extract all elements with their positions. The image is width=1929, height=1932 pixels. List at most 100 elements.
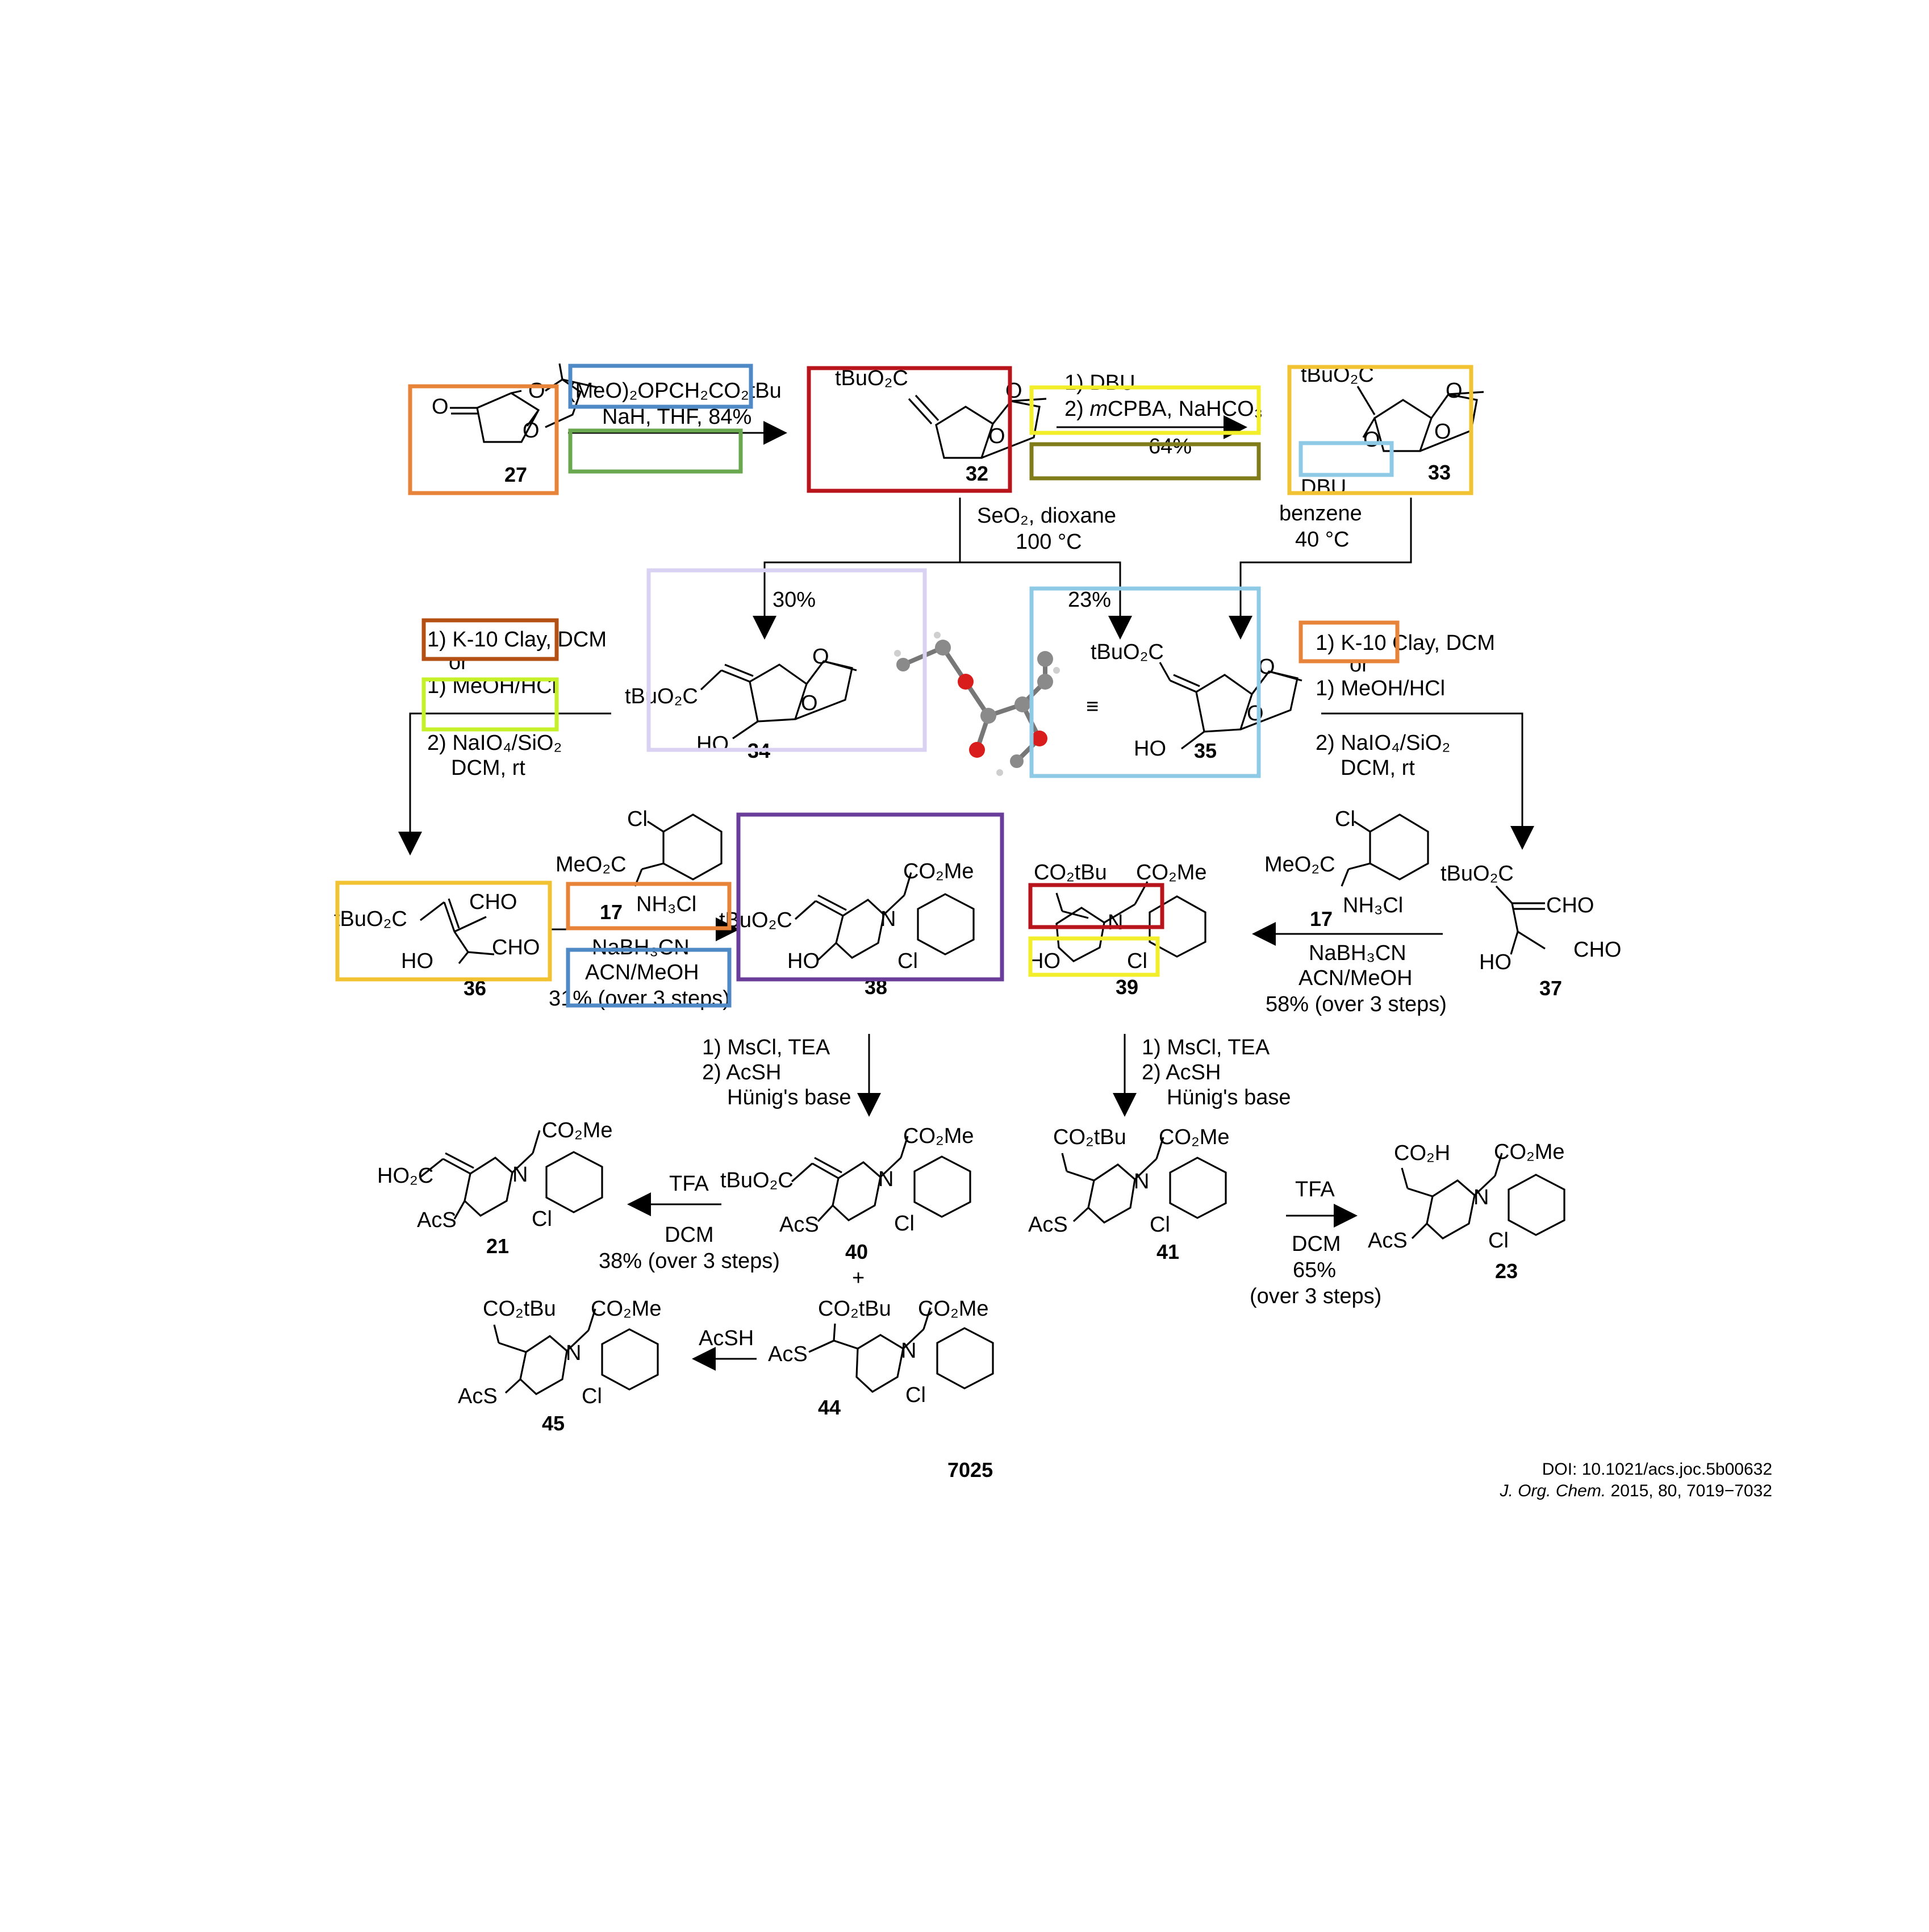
tfa-right-2: DCM bbox=[1292, 1232, 1341, 1256]
compound-label-21: 21 bbox=[486, 1234, 509, 1258]
arrow-to-35 bbox=[960, 561, 1132, 640]
label-ho: HO bbox=[1028, 949, 1060, 973]
structure-40 bbox=[791, 1136, 971, 1222]
tfa-right-3: 65% bbox=[1293, 1258, 1336, 1282]
label-cho: CHO bbox=[469, 890, 517, 914]
label-cho: CHO bbox=[492, 936, 540, 959]
compound-label-32: 32 bbox=[966, 462, 988, 485]
compound-label-17b: 17 bbox=[1310, 907, 1333, 930]
highlight-boxes bbox=[335, 364, 1473, 1008]
condition-r2-line2: 2) mCPBA, NaHCO₃ bbox=[1064, 397, 1263, 421]
label-co2h: CO₂H bbox=[1394, 1141, 1450, 1165]
citation: J. Org. Chem. 2015, 80, 7019−7032 bbox=[1499, 1482, 1772, 1500]
compound-label-33: 33 bbox=[1428, 461, 1451, 484]
structure-34 bbox=[700, 660, 857, 740]
label-co2me: CO₂Me bbox=[918, 1297, 989, 1321]
label-nh3cl: NH₃Cl bbox=[1343, 894, 1403, 917]
label-o: O bbox=[528, 379, 545, 403]
compound-label-40: 40 bbox=[845, 1240, 868, 1263]
label-o: O bbox=[1247, 702, 1264, 725]
highlight-box-lightblue-small bbox=[1298, 441, 1394, 477]
condition-ra-line2: ACN/MeOH bbox=[585, 961, 699, 984]
structure-35 bbox=[1159, 662, 1302, 750]
label-ho2c: HO₂C bbox=[377, 1164, 433, 1188]
structure-41 bbox=[1061, 1137, 1227, 1224]
label-o: O bbox=[1446, 379, 1463, 403]
label-o: O bbox=[1005, 379, 1022, 403]
structure-21 bbox=[420, 1130, 603, 1220]
ms-line3: Hünig's base bbox=[727, 1086, 851, 1109]
label-ho: HO bbox=[1134, 737, 1166, 761]
condition-r2-line3: 64% bbox=[1149, 435, 1192, 458]
right-cond-4: 2) NaIO₄/SiO₂ bbox=[1316, 731, 1450, 755]
structure-37 bbox=[1495, 885, 1546, 955]
label-meo2c: MeO₂C bbox=[1264, 853, 1335, 877]
highlight-box-yellow bbox=[1029, 385, 1261, 435]
compound-label-17a: 17 bbox=[600, 900, 623, 924]
condition-r2-line1: 1) DBU bbox=[1064, 371, 1135, 395]
label-n: N bbox=[566, 1341, 581, 1365]
tfa-left-1: TFA bbox=[669, 1172, 709, 1196]
left-cond-4: 2) NaIO₄/SiO₂ bbox=[427, 731, 562, 755]
highlight-box-yellow-39 bbox=[1028, 936, 1160, 977]
condition-r2-prefix: 2) bbox=[1064, 397, 1089, 421]
label-nh3cl: NH₃Cl bbox=[636, 892, 696, 916]
label-acs: AcS bbox=[1028, 1213, 1068, 1237]
highlight-box-olive bbox=[1029, 442, 1261, 481]
right-cond-1: 1) K-10 Clay, DCM bbox=[1316, 631, 1495, 655]
left-cond-1: 1) K-10 Clay, DCM bbox=[427, 628, 607, 652]
label-tbuo2c: tBuO₂C bbox=[720, 1169, 794, 1192]
highlight-box-green bbox=[568, 428, 743, 474]
condition-r3-line3: 40 °C bbox=[1295, 528, 1349, 552]
label-acs: AcS bbox=[1368, 1229, 1408, 1253]
condition-r1-line1: (MeO)₂OPCH₂CO₂tBu bbox=[568, 379, 782, 403]
label-co2me: CO₂Me bbox=[903, 1124, 974, 1148]
ms-line1: 1) MsCl, TEA bbox=[702, 1036, 830, 1059]
label-co2me: CO₂Me bbox=[1136, 861, 1207, 884]
label-cl: Cl bbox=[905, 1383, 926, 1407]
label-ho: HO bbox=[787, 949, 820, 973]
label-tbuo2c: tBuO₂C bbox=[625, 685, 698, 708]
acsh-label: AcSH bbox=[699, 1326, 754, 1350]
label-n: N bbox=[1134, 1170, 1149, 1194]
compound-label-37: 37 bbox=[1539, 977, 1562, 1000]
highlight-box-lime bbox=[421, 677, 559, 732]
highlight-box-orange-17 bbox=[566, 882, 732, 930]
condition-seo2-line1: SeO₂, dioxane bbox=[977, 504, 1116, 528]
highlight-box-red-39 bbox=[1028, 883, 1164, 929]
tfa-left-2: DCM bbox=[665, 1223, 714, 1247]
condition-seo2-line2: 100 °C bbox=[1016, 530, 1082, 554]
condition-r3-line1: DBU bbox=[1301, 475, 1346, 499]
compound-label-35: 35 bbox=[1194, 739, 1217, 762]
label-co2tbu: CO₂tBu bbox=[483, 1297, 556, 1321]
structure-17-right bbox=[1341, 813, 1429, 887]
label-cl: Cl bbox=[1335, 807, 1355, 831]
label-cl: Cl bbox=[1127, 949, 1147, 973]
label-tbuo2c: tBuO₂C bbox=[1091, 640, 1164, 664]
label-cho: CHO bbox=[1546, 894, 1594, 917]
structure-38 bbox=[794, 872, 975, 961]
label-tbuo2c: tBuO₂C bbox=[334, 907, 407, 931]
label-ho: HO bbox=[1479, 950, 1512, 974]
label-o: O bbox=[812, 645, 829, 669]
label-o: O bbox=[1363, 428, 1380, 452]
structure-33 bbox=[1356, 386, 1484, 452]
label-cl: Cl bbox=[1488, 1229, 1509, 1253]
label-n: N bbox=[1473, 1186, 1489, 1209]
compound-label-44: 44 bbox=[818, 1396, 841, 1419]
arrow-to-34 bbox=[753, 498, 961, 640]
label-acs: AcS bbox=[779, 1213, 819, 1237]
right-cond-2: or bbox=[1350, 653, 1369, 677]
label-co2me: CO₂Me bbox=[903, 859, 974, 883]
condition-r2-italic: m bbox=[1089, 397, 1108, 421]
ms2-line3: Hünig's base bbox=[1167, 1086, 1291, 1109]
structure-36 bbox=[420, 898, 495, 964]
label-co2tbu: CO₂tBu bbox=[1053, 1125, 1126, 1149]
structure-44 bbox=[808, 1307, 994, 1393]
label-tbuo2c: tBuO₂C bbox=[835, 366, 908, 390]
compound-label-41: 41 bbox=[1156, 1240, 1179, 1263]
label-cho: CHO bbox=[1573, 938, 1621, 962]
label-acs: AcS bbox=[768, 1342, 808, 1366]
label-ho: HO bbox=[401, 949, 433, 973]
